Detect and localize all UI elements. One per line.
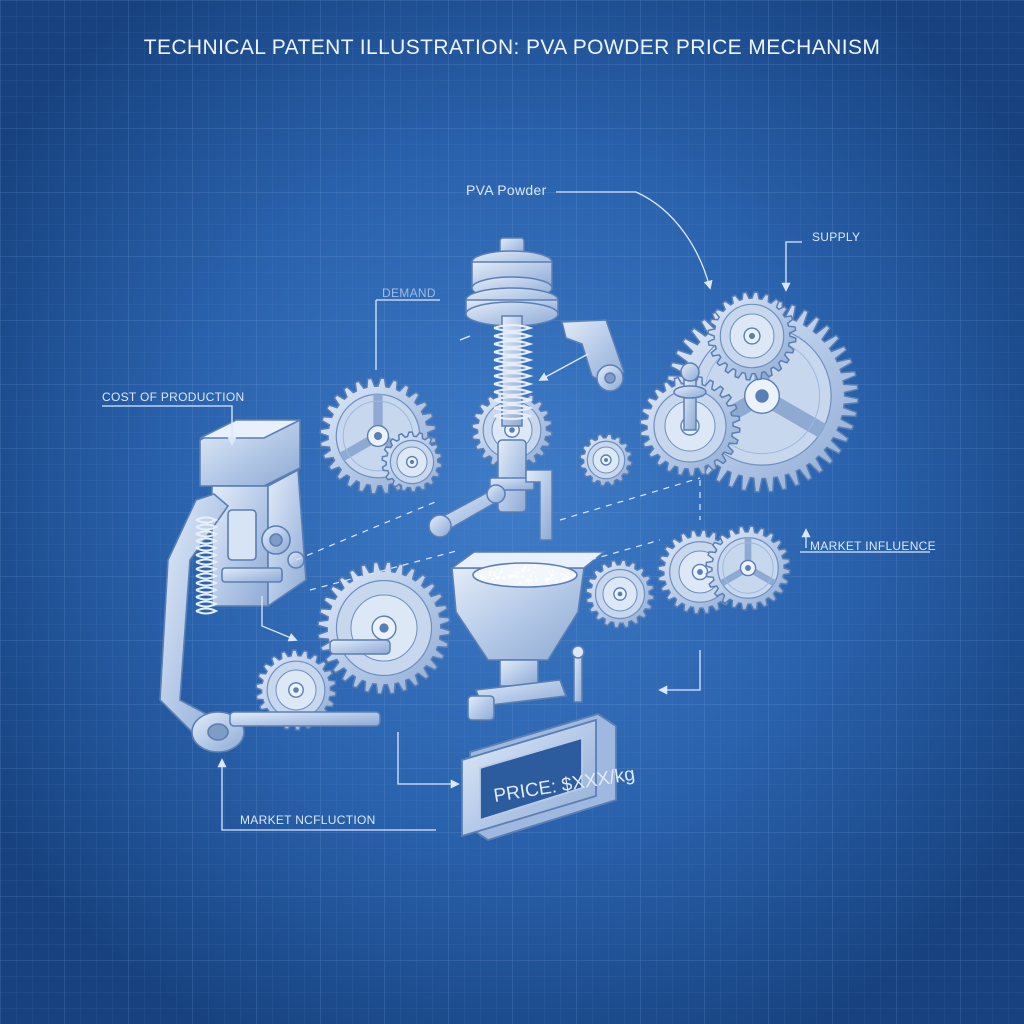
- link-rod: [428, 484, 506, 538]
- diagram-title: TECHNICAL PATENT ILLUSTRATION: PVA POWDE…: [143, 36, 881, 59]
- gear-demand-small: [381, 431, 443, 493]
- leader-lines: [102, 191, 930, 831]
- powder-hopper: [449, 551, 607, 721]
- drive-shaft: [229, 639, 391, 727]
- label-market-influence-right: MARKET INFLUENCE: [810, 539, 936, 553]
- label-demand: DEMAND: [382, 286, 436, 300]
- gear-left-small: [255, 649, 337, 731]
- powder-grains: [479, 565, 570, 585]
- label-pva-powder: PVA Powder: [466, 182, 547, 198]
- dashed-guides: [295, 477, 701, 591]
- gear-supply-top: [707, 291, 797, 381]
- label-cost-of-production: COST OF PRODUCTION: [102, 390, 245, 404]
- label-supply: SUPPLY: [812, 230, 861, 244]
- lever-crank: [561, 319, 625, 392]
- price-display-box: [461, 713, 617, 841]
- gear-market-b: [705, 525, 791, 611]
- spring-coil: [493, 323, 534, 421]
- gear-right-small: [585, 559, 655, 629]
- label-market-influence-bottom: MARKET NCFLUCTION: [240, 813, 376, 827]
- production-press: [199, 419, 307, 608]
- gear-post: [673, 362, 707, 431]
- gear-group: [255, 291, 859, 731]
- side-spring: [195, 516, 219, 615]
- gear-small-center: [579, 433, 633, 487]
